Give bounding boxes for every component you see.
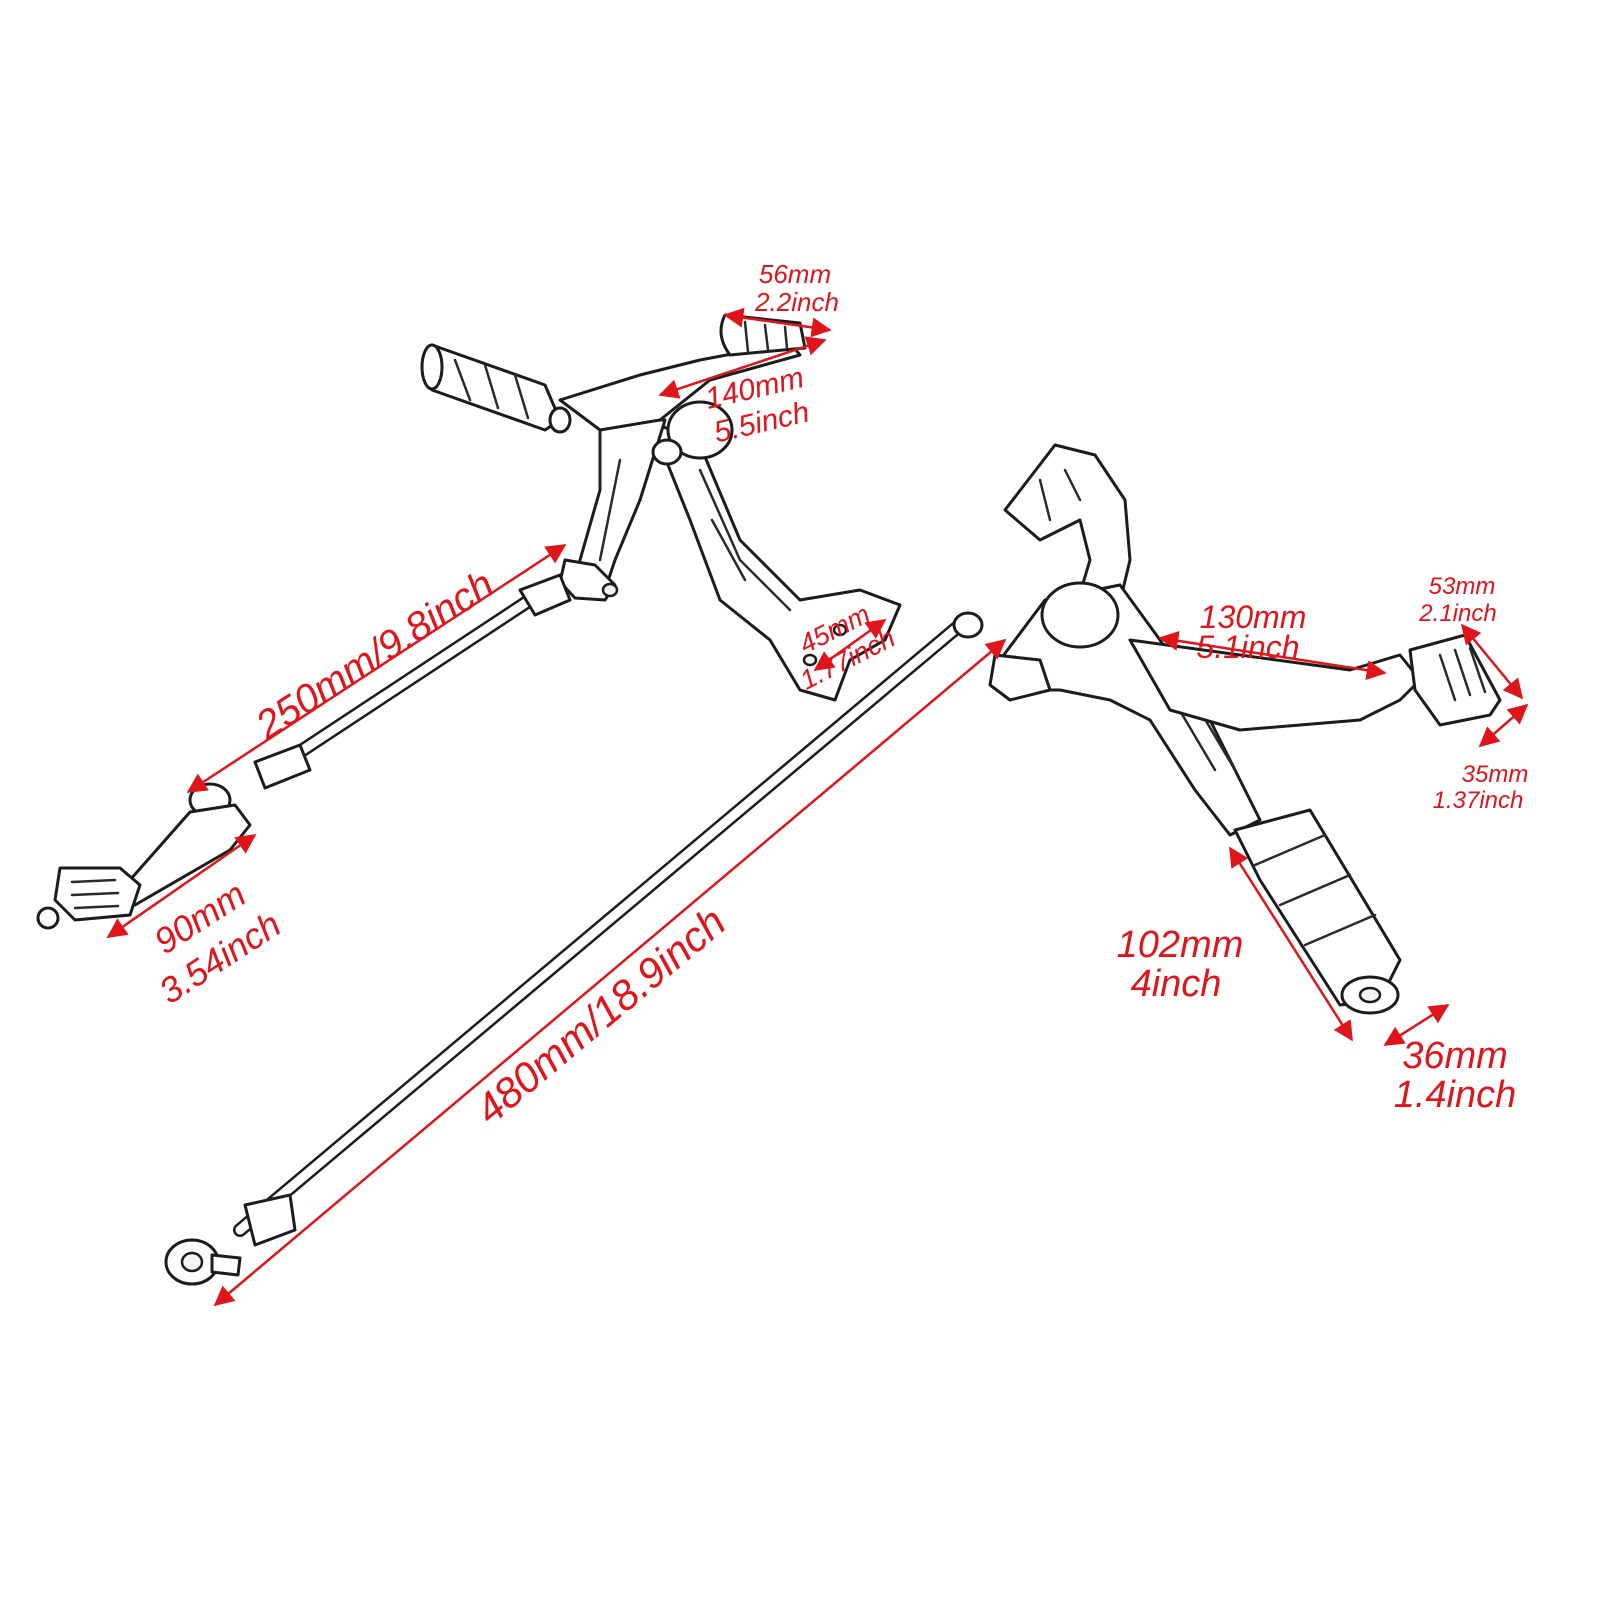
dimension-lines: [106, 307, 1529, 1307]
label-peg-length-inch: 4inch: [1131, 963, 1222, 1005]
label-pedal-width-mm: 35mm: [1462, 761, 1529, 788]
left-pivot-bolt: [651, 438, 683, 466]
label-shift-rod: 250mm/9.8inch: [247, 562, 501, 748]
left-foot-peg: [420, 343, 572, 434]
brake-linkage-stub: [988, 653, 1052, 702]
dim-arrow-peg-length: [1228, 846, 1354, 1042]
dim-arrow-peg-offset: [723, 307, 832, 338]
label-brake-arm-mm: 130mm: [1200, 599, 1307, 635]
dim-arrow-arm-length: [658, 336, 827, 399]
brake-pedal: [1408, 633, 1502, 727]
label-brake-arm-inch: 5.1inch: [1196, 629, 1299, 665]
label-pedal-length-mm: 53mm: [1429, 573, 1496, 600]
label-pedal-width-inch: 1.37inch: [1433, 787, 1524, 814]
dim-arrow-peg-diameter: [1383, 1003, 1450, 1047]
label-peg-diameter-inch: 1.4inch: [1394, 1074, 1517, 1116]
label-pedal-length-inch: 2.1inch: [1418, 600, 1496, 627]
shift-rod-end: [253, 743, 312, 790]
right-forward-control-assembly: [988, 443, 1502, 1015]
shift-rod: [188, 573, 572, 818]
dim-arrow-brake-rod: [213, 638, 1007, 1307]
right-foot-peg: [1233, 808, 1402, 1015]
brake-rod-sleeve: [243, 1193, 297, 1247]
label-peg-diameter-mm: 36mm: [1402, 1035, 1508, 1077]
label-peg-offset-mm: 56mm: [759, 259, 831, 289]
right-pivot-hub: [1040, 581, 1120, 649]
dim-arrow-brake-arm: [1158, 630, 1387, 681]
brake-rod-end: [952, 611, 984, 639]
label-peg-length-mm: 102mm: [1117, 924, 1244, 966]
left-pivot-hub: [666, 400, 734, 460]
dim-arrow-pedal-length: [1460, 623, 1524, 700]
label-peg-offset-inch: 2.2inch: [754, 287, 839, 317]
dim-arrow-pedal-width: [1478, 703, 1529, 748]
